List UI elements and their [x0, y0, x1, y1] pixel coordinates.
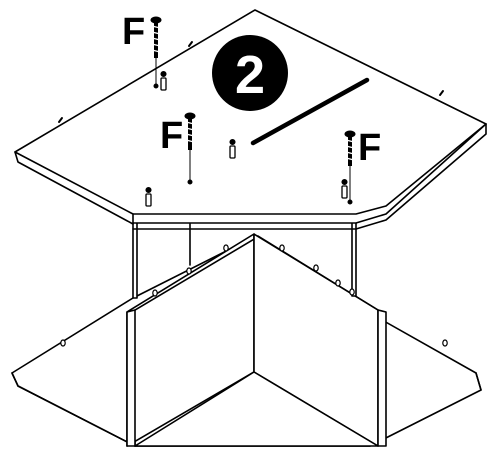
screw-icon	[184, 112, 196, 185]
dowel-icon	[341, 178, 348, 199]
step-badge-icon: 2	[212, 35, 288, 111]
part-label-left: F	[122, 11, 145, 53]
dowel-icon	[160, 70, 167, 91]
dowel-icon	[145, 186, 152, 207]
step-number: 2	[235, 45, 265, 105]
dowel-icon	[229, 138, 236, 159]
screw-icon	[150, 16, 162, 89]
shelf-pin-holes	[60, 244, 448, 347]
inner-floor	[134, 371, 379, 447]
part-label-right: F	[358, 127, 381, 169]
top-board	[14, 9, 487, 230]
screw-icon	[344, 130, 356, 205]
part-label-middle: F	[160, 115, 183, 157]
top-board-groove	[250, 77, 370, 146]
edge-holes	[58, 41, 444, 123]
